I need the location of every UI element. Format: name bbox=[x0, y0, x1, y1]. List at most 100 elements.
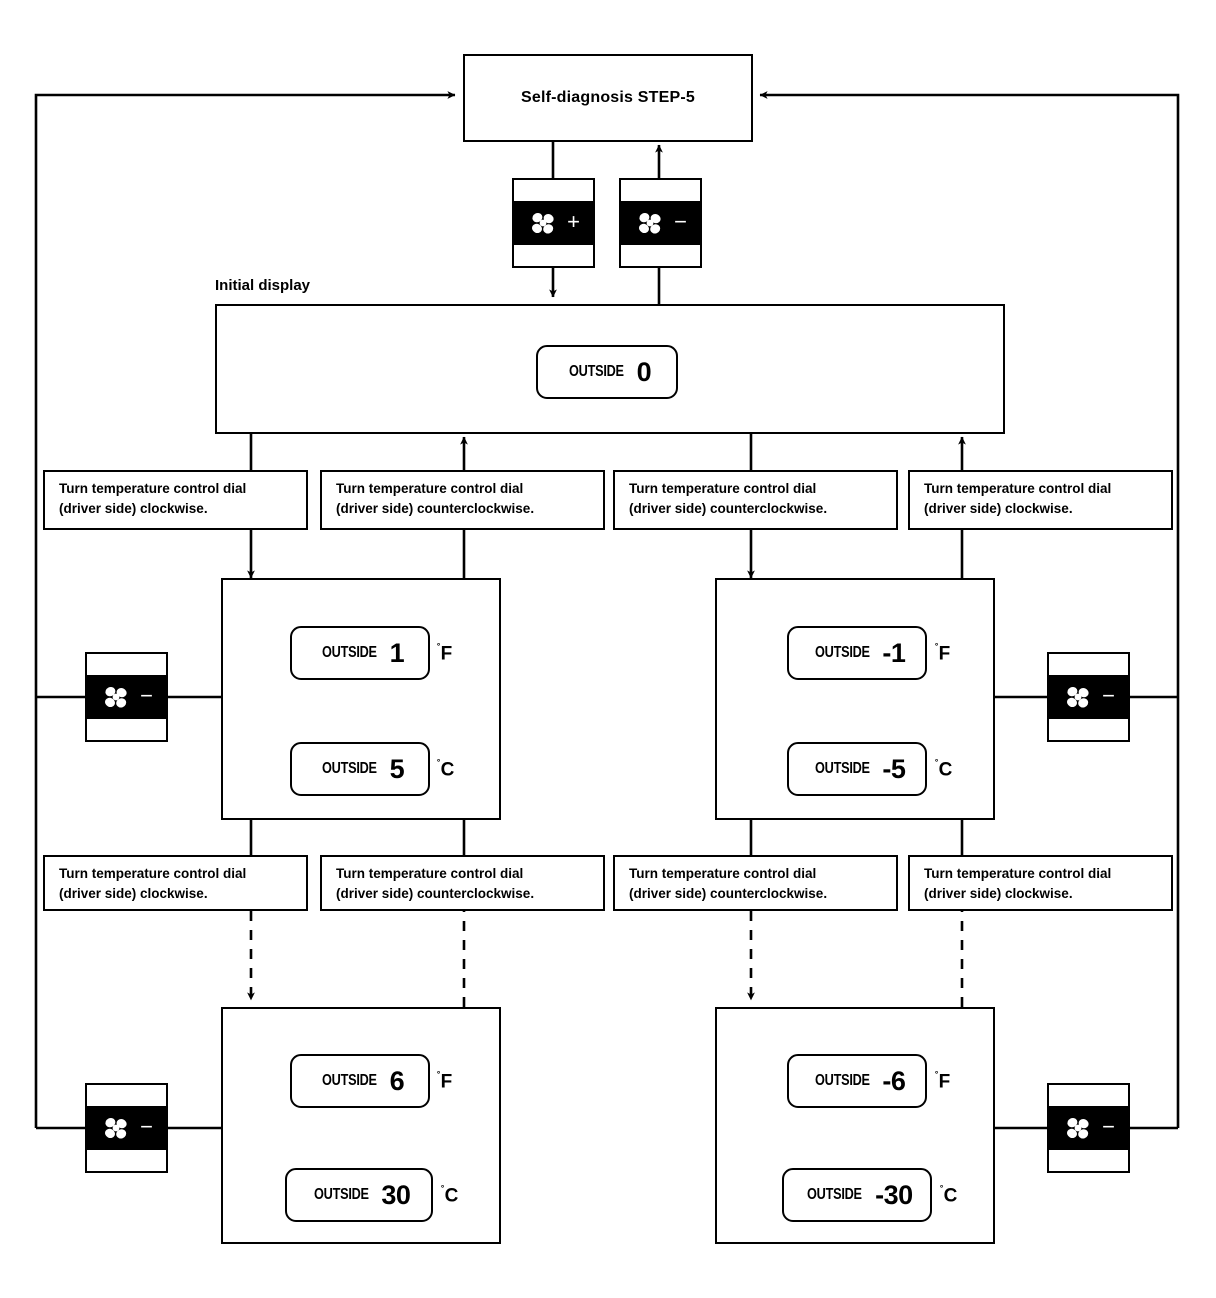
readout-bottom-right-f: OUTSIDE -6 bbox=[787, 1054, 927, 1108]
unit-letter: C bbox=[444, 1185, 459, 1207]
unit-letter: C bbox=[440, 759, 455, 781]
minus-sign-icon: − bbox=[140, 683, 153, 708]
initial-display-readout: OUTSIDE 0 bbox=[536, 345, 678, 399]
minus-sign-icon: − bbox=[1102, 1114, 1115, 1139]
unit-fahrenheit: ˚F bbox=[437, 1071, 452, 1093]
fan-icon bbox=[100, 683, 132, 711]
instruction-box-r2c1: Turn temperature control dial (driver si… bbox=[43, 855, 308, 911]
readout-bottom-left-c: OUTSIDE 30 bbox=[285, 1168, 433, 1222]
unit-letter: C bbox=[943, 1185, 958, 1207]
instruction-line2: (driver side) clockwise. bbox=[59, 500, 208, 516]
initial-display-caption: Initial display bbox=[215, 277, 311, 294]
fan-down-plate: − bbox=[1049, 674, 1128, 720]
readout-label: OUTSIDE bbox=[313, 1186, 369, 1203]
readout-label: OUTSIDE bbox=[321, 1072, 377, 1089]
unit-fahrenheit: ˚F bbox=[935, 1071, 950, 1093]
unit-celsius: ˚C bbox=[935, 759, 952, 781]
fan-icon bbox=[634, 209, 666, 237]
unit-letter: F bbox=[440, 1071, 453, 1093]
instruction-line1: Turn temperature control dial bbox=[924, 481, 1112, 496]
fan-speed-down-button-bottom-right[interactable]: − bbox=[1047, 1083, 1130, 1173]
self-diagnosis-step-box: Self-diagnosis STEP-5 bbox=[463, 54, 753, 142]
instruction-line1: Turn temperature control dial bbox=[924, 866, 1112, 881]
unit-celsius: ˚C bbox=[940, 1185, 957, 1207]
readout-value: 30 bbox=[381, 1179, 411, 1210]
instruction-line2: (driver side) counterclockwise. bbox=[629, 500, 828, 516]
minus-sign-icon: − bbox=[140, 1114, 153, 1139]
readout-value: -1 bbox=[882, 637, 906, 668]
readout-value: 1 bbox=[389, 637, 405, 668]
instruction-line1: Turn temperature control dial bbox=[629, 866, 817, 881]
degree-symbol: ˚ bbox=[441, 1185, 445, 1197]
fan-speed-down-button-mid-left[interactable]: − bbox=[85, 652, 168, 742]
fan-down-plate: − bbox=[87, 1105, 166, 1151]
fan-icon bbox=[527, 209, 559, 237]
degree-symbol: ˚ bbox=[935, 759, 939, 771]
fan-down-plate: − bbox=[1049, 1105, 1128, 1151]
readout-value: 5 bbox=[389, 753, 405, 784]
readout-value: 6 bbox=[389, 1065, 405, 1096]
readout-value: -6 bbox=[882, 1065, 906, 1096]
fan-down-plate: − bbox=[87, 674, 166, 720]
fan-speed-down-button-top[interactable]: − bbox=[619, 178, 702, 268]
instruction-box-r2c4: Turn temperature control dial (driver si… bbox=[908, 855, 1173, 911]
instruction-box-r1c4: Turn temperature control dial (driver si… bbox=[908, 470, 1173, 530]
readout-value: -30 bbox=[875, 1179, 913, 1210]
readout-label: OUTSIDE bbox=[814, 760, 870, 777]
unit-letter: F bbox=[938, 643, 951, 665]
readout-label: OUTSIDE bbox=[814, 1072, 870, 1089]
unit-letter: F bbox=[440, 643, 453, 665]
degree-symbol: ˚ bbox=[437, 1071, 441, 1083]
unit-letter: C bbox=[938, 759, 953, 781]
unit-celsius: ˚C bbox=[437, 759, 454, 781]
readout-bottom-right-c: OUTSIDE -30 bbox=[782, 1168, 932, 1222]
instruction-line1: Turn temperature control dial bbox=[336, 866, 524, 881]
fan-speed-down-button-mid-right[interactable]: − bbox=[1047, 652, 1130, 742]
self-diagnosis-step-label: Self-diagnosis STEP-5 bbox=[520, 89, 695, 106]
instruction-box-r1c1: Turn temperature control dial (driver si… bbox=[43, 470, 308, 530]
fan-icon bbox=[100, 1114, 132, 1142]
readout-bottom-left-f: OUTSIDE 6 bbox=[290, 1054, 430, 1108]
instruction-box-r2c3: Turn temperature control dial (driver si… bbox=[613, 855, 898, 911]
readout-label: OUTSIDE bbox=[321, 760, 377, 777]
minus-sign-icon: − bbox=[1102, 683, 1115, 708]
readout-mid-right-f: OUTSIDE -1 bbox=[787, 626, 927, 680]
degree-symbol: ˚ bbox=[935, 643, 939, 655]
degree-symbol: ˚ bbox=[437, 643, 441, 655]
instruction-line2: (driver side) counterclockwise. bbox=[336, 500, 535, 516]
fan-up-plate: + bbox=[514, 200, 593, 246]
readout-mid-left-c: OUTSIDE 5 bbox=[290, 742, 430, 796]
degree-symbol: ˚ bbox=[940, 1185, 944, 1197]
readout-label: OUTSIDE bbox=[814, 644, 870, 661]
instruction-line2: (driver side) clockwise. bbox=[924, 885, 1073, 901]
instruction-line2: (driver side) counterclockwise. bbox=[629, 885, 828, 901]
instruction-line2: (driver side) clockwise. bbox=[59, 885, 208, 901]
instruction-line1: Turn temperature control dial bbox=[629, 481, 817, 496]
minus-sign-icon: − bbox=[674, 209, 687, 234]
instruction-line2: (driver side) counterclockwise. bbox=[336, 885, 535, 901]
fan-down-plate: − bbox=[621, 200, 700, 246]
instruction-box-r1c2: Turn temperature control dial (driver si… bbox=[320, 470, 605, 530]
readout-label: OUTSIDE bbox=[568, 363, 624, 380]
readout-value: 0 bbox=[636, 356, 652, 387]
instruction-line1: Turn temperature control dial bbox=[336, 481, 524, 496]
unit-fahrenheit: ˚F bbox=[935, 643, 950, 665]
degree-symbol: ˚ bbox=[437, 759, 441, 771]
readout-mid-left-f: OUTSIDE 1 bbox=[290, 626, 430, 680]
panel-mid-right bbox=[715, 578, 995, 820]
instruction-box-r2c2: Turn temperature control dial (driver si… bbox=[320, 855, 605, 911]
readout-label: OUTSIDE bbox=[321, 644, 377, 661]
readout-value: -5 bbox=[882, 753, 906, 784]
fan-speed-down-button-bottom-left[interactable]: − bbox=[85, 1083, 168, 1173]
fan-icon bbox=[1062, 1114, 1094, 1142]
unit-fahrenheit: ˚F bbox=[437, 643, 452, 665]
plus-sign-icon: + bbox=[567, 209, 580, 234]
instruction-box-r1c3: Turn temperature control dial (driver si… bbox=[613, 470, 898, 530]
readout-mid-right-c: OUTSIDE -5 bbox=[787, 742, 927, 796]
instruction-line1: Turn temperature control dial bbox=[59, 481, 247, 496]
instruction-line1: Turn temperature control dial bbox=[59, 866, 247, 881]
degree-symbol: ˚ bbox=[935, 1071, 939, 1083]
unit-letter: F bbox=[938, 1071, 951, 1093]
fan-speed-up-button[interactable]: + bbox=[512, 178, 595, 268]
